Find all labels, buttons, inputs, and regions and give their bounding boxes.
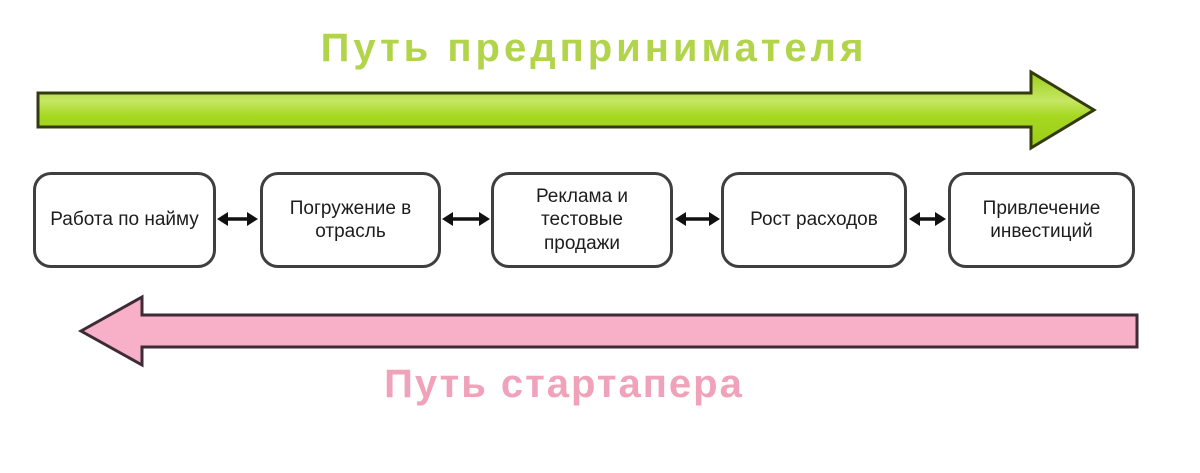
startuper-path-title: Путь стартапера [384, 362, 744, 406]
stage-box-employment: Работа по найму [33, 172, 216, 268]
stage-box-investment-attraction: Привлечение инвестиций [948, 172, 1135, 268]
connector-arrow-1 [217, 212, 258, 226]
stage-label: Реклама и тестовые продажи [535, 186, 629, 254]
stage-box-expense-growth: Рост расходов [721, 172, 907, 268]
stage-label: Привлечение инвестиций [982, 197, 1101, 242]
startuper-arrow [77, 294, 1139, 368]
stage-label: Работа по найму [50, 209, 199, 231]
entrepreneur-arrow [36, 69, 1097, 151]
connector-arrow-3 [675, 212, 720, 226]
entrepreneur-path-title: Путь предпринимателя [320, 26, 868, 70]
stage-box-ads-test-sales: Реклама и тестовые продажи [491, 172, 673, 268]
connector-arrow-4 [909, 212, 946, 226]
stage-label: Рост расходов [750, 209, 878, 231]
stage-box-industry-immersion: Погружение в отрасль [260, 172, 441, 268]
connector-arrow-2 [442, 212, 490, 226]
stage-label: Погружение в отрасль [289, 197, 412, 242]
